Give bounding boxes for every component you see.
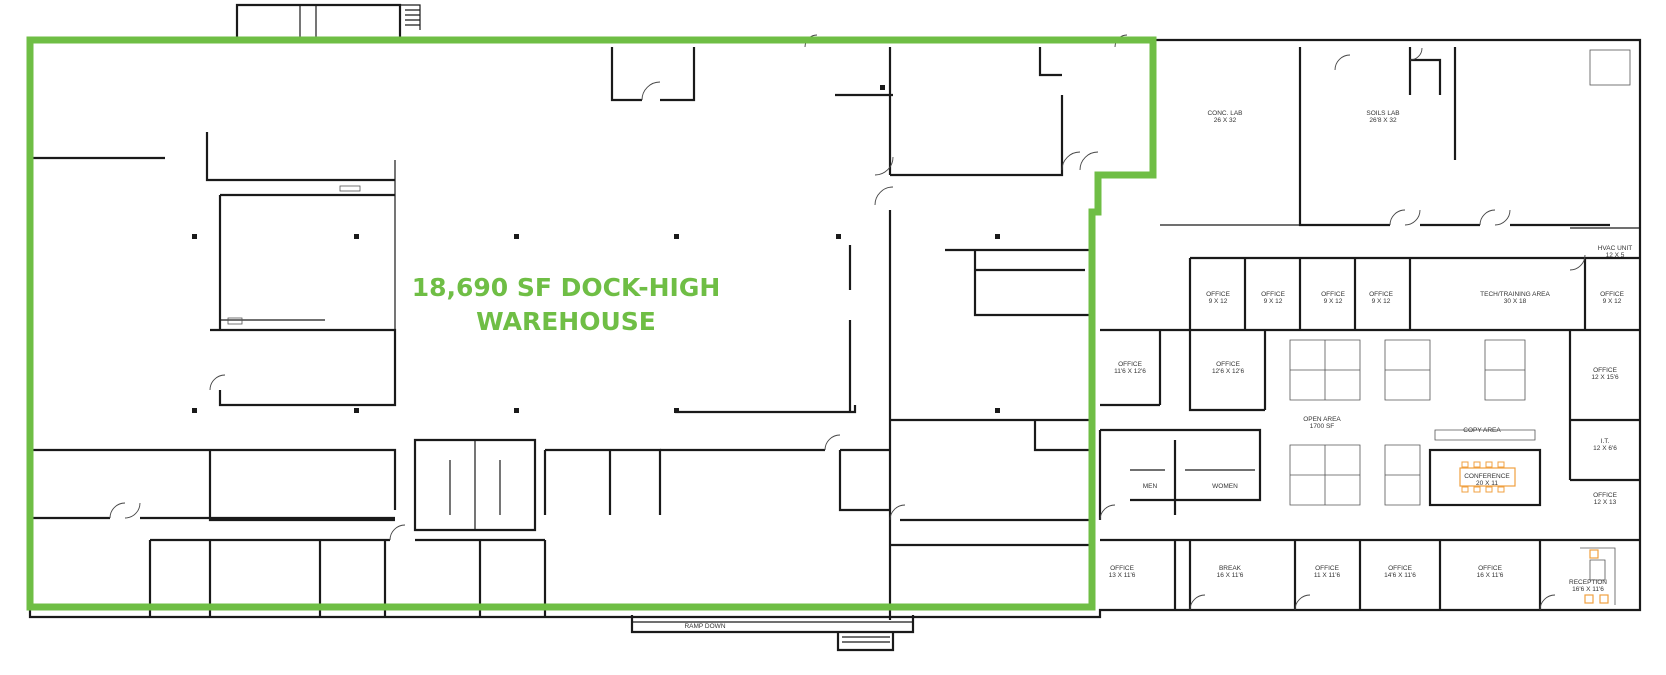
room-office-b-name: OFFICE bbox=[1261, 291, 1285, 298]
room-men-name: MEN bbox=[1143, 483, 1158, 490]
room-reception-name: RECEPTION bbox=[1569, 579, 1607, 586]
room-office-k-size: 11 X 11'6 bbox=[1314, 572, 1341, 579]
ramp-down-label: RAMP DOWN bbox=[684, 623, 725, 630]
room-hvac-name: HVAC UNIT bbox=[1598, 245, 1633, 252]
warehouse-highlight-outline bbox=[26, 36, 1157, 611]
room-office-g-size: 12'6 X 12'6 bbox=[1212, 368, 1245, 375]
room-reception-size: 16'6 X 11'6 bbox=[1572, 586, 1604, 593]
building-walls bbox=[28, 3, 1642, 652]
room-conference-size: 20 X 11 bbox=[1476, 480, 1498, 487]
room-office-k-name: OFFICE bbox=[1315, 565, 1339, 572]
room-office-m-size: 16 X 11'6 bbox=[1477, 572, 1504, 579]
warehouse-title-line2: WAREHOUSE bbox=[476, 307, 656, 336]
room-office-b-size: 9 X 12 bbox=[1264, 298, 1283, 305]
room-hvac-size: 12 X 5 bbox=[1606, 252, 1625, 259]
room-conc-lab-size: 26 X 32 bbox=[1214, 117, 1237, 124]
room-office-a-size: 9 X 12 bbox=[1209, 298, 1228, 305]
room-office-c-name: OFFICE bbox=[1321, 291, 1345, 298]
room-soils-lab-size: 26'8 X 32 bbox=[1369, 117, 1397, 124]
room-office-d-size: 9 X 12 bbox=[1372, 298, 1391, 305]
room-office-m-name: OFFICE bbox=[1478, 565, 1502, 572]
warehouse-interior bbox=[30, 47, 1090, 620]
conference-table bbox=[1459, 461, 1516, 493]
room-office-d-name: OFFICE bbox=[1369, 291, 1393, 298]
room-office-e-name: OFFICE bbox=[1600, 291, 1624, 298]
room-office-f-name: OFFICE bbox=[1118, 361, 1142, 368]
room-conc-lab-name: CONC. LAB bbox=[1207, 110, 1242, 117]
room-open-area-size: 1700 SF bbox=[1310, 423, 1335, 430]
room-tech-training-name: TECH/TRAINING AREA bbox=[1480, 291, 1550, 298]
cubicles bbox=[1289, 339, 1536, 506]
room-break-name: BREAK bbox=[1219, 565, 1242, 572]
room-soils-lab-name: SOILS LAB bbox=[1366, 110, 1399, 117]
room-copy-area-name: COPY AREA bbox=[1463, 427, 1501, 434]
room-office-j-size: 13 X 11'6 bbox=[1109, 572, 1136, 579]
room-office-l-name: OFFICE bbox=[1388, 565, 1412, 572]
structural-columns bbox=[192, 85, 1000, 413]
room-office-j-name: OFFICE bbox=[1110, 565, 1134, 572]
room-labels: CONC. LAB 26 X 32 SOILS LAB 26'8 X 32 HV… bbox=[684, 110, 1632, 630]
room-conference-name: CONFERENCE bbox=[1464, 473, 1510, 480]
door-swings bbox=[109, 34, 1586, 611]
room-office-f-size: 11'6 X 12'6 bbox=[1114, 368, 1146, 375]
room-office-i-name: OFFICE bbox=[1593, 492, 1617, 499]
office-walls bbox=[1098, 47, 1641, 610]
room-office-a-name: OFFICE bbox=[1206, 291, 1230, 298]
room-office-l-size: 14'6 X 11'6 bbox=[1384, 572, 1416, 579]
warehouse-highlight: 18,690 SF DOCK-HIGH WAREHOUSE bbox=[26, 36, 1157, 611]
room-break-size: 16 X 11'6 bbox=[1217, 572, 1244, 579]
room-office-e-size: 9 X 12 bbox=[1603, 298, 1622, 305]
room-office-g-name: OFFICE bbox=[1216, 361, 1240, 368]
room-office-h-name: OFFICE bbox=[1593, 367, 1617, 374]
room-office-c-size: 9 X 12 bbox=[1324, 298, 1343, 305]
room-it-size: 12 X 6'6 bbox=[1593, 445, 1617, 452]
room-tech-training-size: 30 X 18 bbox=[1504, 298, 1527, 305]
room-women-name: WOMEN bbox=[1212, 483, 1238, 490]
room-it-name: I.T. bbox=[1601, 438, 1610, 445]
warehouse-title-line1: 18,690 SF DOCK-HIGH bbox=[412, 273, 721, 302]
room-office-h-size: 12 X 15'6 bbox=[1591, 374, 1619, 381]
reception-chairs bbox=[1584, 549, 1609, 604]
room-open-area-name: OPEN AREA bbox=[1303, 416, 1341, 423]
room-office-i-size: 12 X 13 bbox=[1594, 499, 1617, 506]
